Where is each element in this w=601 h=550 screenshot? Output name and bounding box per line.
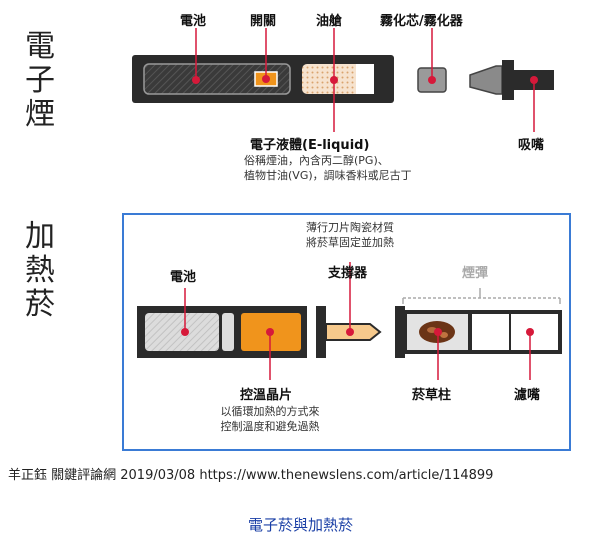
heated-cartridge <box>395 306 562 358</box>
marker-ecig-switch <box>262 75 270 83</box>
heated-markers <box>181 328 534 336</box>
marker-heated-battery <box>181 328 189 336</box>
marker-heated-tobacco <box>434 328 442 336</box>
heated-frame <box>122 213 571 451</box>
label-ecig-battery: 電池 <box>180 14 207 29</box>
source-credit: 羊正鈺 關鍵評論網 2019/03/08 https://www.thenews… <box>8 468 494 483</box>
label-ecig-switch: 開關 <box>250 14 277 29</box>
label-heated-cartridge: 煙彈 <box>462 266 489 281</box>
ecig-leaders <box>195 28 535 132</box>
marker-ecig-tank <box>330 76 338 84</box>
ecig-markers <box>192 75 538 84</box>
ecig-battery-compartment <box>143 63 291 95</box>
heated-chip-description: 以循環加熱的方式來 控制溫度和避免過熱 <box>220 405 320 433</box>
label-heated-filter: 濾嘴 <box>514 388 541 403</box>
marker-ecig-mouthpiece <box>530 76 538 84</box>
figure-caption: 電子菸與加熱菸 <box>247 516 353 534</box>
label-heated-holder: 支撐器 <box>328 266 368 281</box>
heated-leaders <box>184 262 531 380</box>
label-heated-battery: 電池 <box>170 270 197 285</box>
cartridge-bracket <box>402 288 561 304</box>
ecig-tank-cap <box>356 64 374 94</box>
label-ecig-eliquid: 電子液體(E-liquid) <box>250 138 370 153</box>
marker-ecig-battery <box>192 76 200 84</box>
label-ecig-tank: 油艙 <box>316 14 343 29</box>
marker-heated-chip <box>266 328 274 336</box>
heated-spacer <box>222 313 234 351</box>
heated-device <box>137 306 307 358</box>
ecig-eliquid-description: 俗稱煙油，內含丙二醇(PG)、 植物甘油(VG)，調味香料或尼古丁 <box>244 154 412 182</box>
marker-heated-filter <box>526 328 534 336</box>
ecig-mouthpiece <box>469 60 554 100</box>
label-ecig-mouthpiece: 吸嘴 <box>518 138 545 153</box>
ecig-section-title: 電子煙 <box>25 29 55 132</box>
label-heated-chip: 控溫晶片 <box>240 388 293 403</box>
label-heated-tobacco: 菸草柱 <box>412 388 452 403</box>
marker-heated-holder <box>346 328 354 336</box>
heated-filter <box>468 310 562 354</box>
label-ecig-atomizer: 霧化芯/霧化器 <box>380 14 463 29</box>
heated-section-title: 加熱菸 <box>25 219 55 322</box>
heated-holder-description: 薄行刀片陶瓷材質 將菸草固定並加熱 <box>306 221 394 249</box>
marker-ecig-atomizer <box>428 76 436 84</box>
